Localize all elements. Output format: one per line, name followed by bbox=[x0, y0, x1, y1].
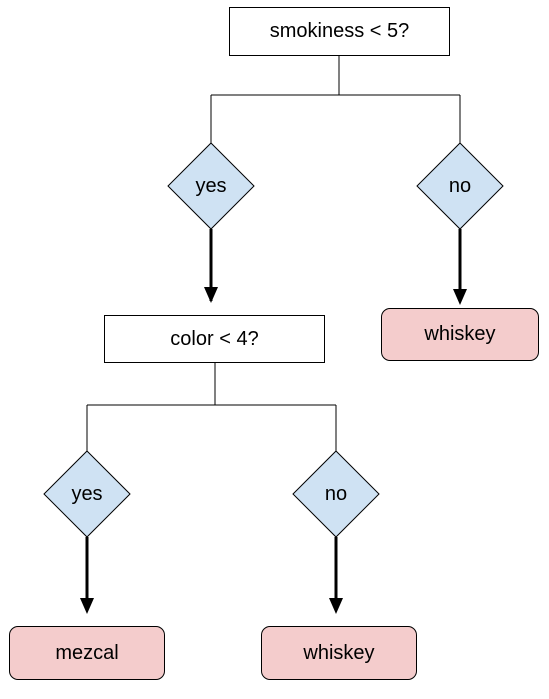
root-yes-label: yes bbox=[195, 174, 227, 197]
root-no-arrowhead bbox=[453, 289, 467, 305]
sub-no-arrowhead bbox=[329, 598, 343, 614]
root-question-text: smokiness < 5? bbox=[269, 20, 410, 42]
sub-yes-label: yes bbox=[71, 482, 103, 505]
sub-no-label: no bbox=[324, 482, 348, 505]
leaf-whiskey-root-no: whiskey bbox=[381, 308, 539, 361]
leaf-label: mezcal bbox=[55, 641, 119, 664]
leaf-whiskey-sub-no: whiskey bbox=[261, 626, 417, 680]
sub-question-text: color < 4? bbox=[170, 327, 259, 350]
leaf-mezcal: mezcal bbox=[9, 626, 165, 680]
leaf-label: whiskey bbox=[424, 323, 496, 345]
sub-question-box: color < 4? bbox=[104, 315, 325, 363]
sub-yes-arrowhead bbox=[80, 598, 94, 614]
root-yes-arrowhead bbox=[204, 287, 218, 303]
root-no-label: no bbox=[448, 174, 472, 197]
leaf-label: whiskey bbox=[303, 641, 375, 664]
root-question-box: smokiness < 5? bbox=[229, 7, 450, 56]
